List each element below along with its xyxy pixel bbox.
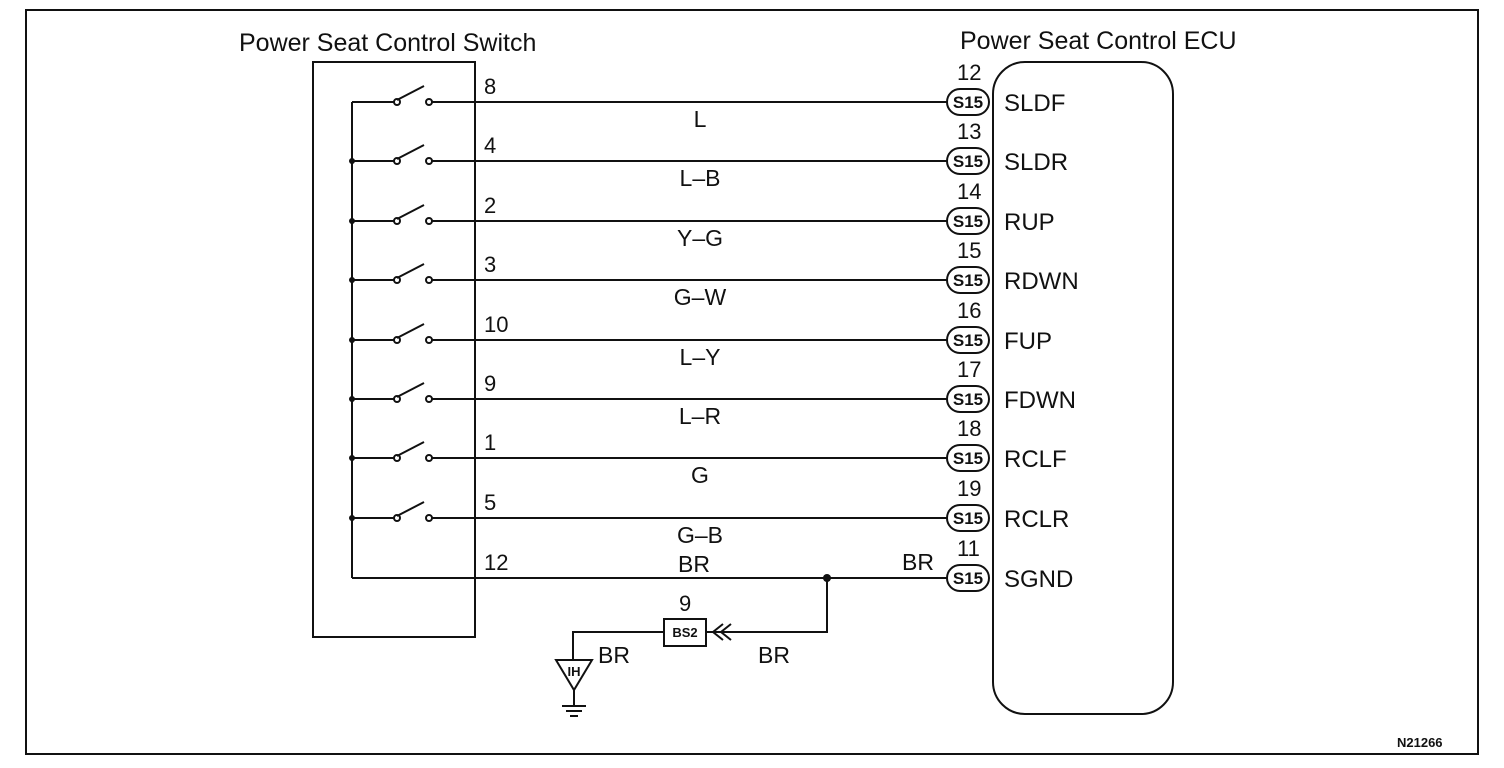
ecu-signal-name: SLDR	[1004, 149, 1068, 176]
ground-circuit: 12 BR BR 11 S15 SGND BR 9 BS2 BR IH	[352, 536, 1073, 717]
ground-connector: S15	[946, 564, 990, 592]
wire-color: L–R	[679, 403, 721, 429]
switch-contact	[425, 217, 433, 225]
ecu-connector: S15	[946, 88, 990, 116]
ground-switch-pin: 12	[484, 550, 508, 575]
svg-text:S15: S15	[953, 271, 983, 290]
switch-contact	[425, 454, 433, 462]
ecu-signal-name: FUP	[1004, 328, 1052, 355]
ecu-title: Power Seat Control ECU	[960, 27, 1237, 55]
ecu-pin-number: 14	[957, 179, 981, 204]
ecu-pin-number: 19	[957, 476, 981, 501]
ecu-signal-name: RUP	[1004, 209, 1055, 236]
svg-text:S15: S15	[953, 331, 983, 350]
ecu-signal-name: RDWN	[1004, 268, 1079, 295]
ground-ecu-pin: 11	[957, 536, 980, 561]
switch-contact	[425, 276, 433, 284]
wire-color: L–B	[680, 165, 721, 191]
ecu-pin-number: 15	[957, 238, 981, 263]
junction-left-wire-color: BR	[598, 642, 630, 668]
ecu-signal-name: FDWN	[1004, 387, 1076, 414]
ecu-pin-number: 17	[957, 357, 981, 382]
switch-contact	[425, 336, 433, 344]
switch-blade-icon	[396, 323, 425, 339]
junction-arrow-icon	[711, 623, 724, 641]
switch-contact	[425, 514, 433, 522]
ecu-connector: S15	[946, 266, 990, 294]
svg-text:S15: S15	[953, 449, 983, 468]
ground-lead	[572, 631, 664, 660]
figure-id: N21266	[1397, 735, 1443, 750]
ecu-connector: S15	[946, 326, 990, 354]
svg-text:S15: S15	[953, 212, 983, 231]
ecu-pin-number: 16	[957, 298, 981, 323]
switch-pin-number: 4	[484, 133, 496, 158]
ecu-connector: S15	[946, 444, 990, 472]
wire-color: G–B	[677, 522, 723, 548]
wire-color: G	[691, 462, 709, 488]
junction-connector: BS2	[663, 618, 707, 647]
diagram-frame	[25, 9, 1479, 755]
ecu-box	[992, 61, 1174, 715]
svg-text:S15: S15	[953, 569, 983, 588]
switch-pin-number: 3	[484, 252, 496, 277]
switch-pin-number: 9	[484, 371, 496, 396]
switch-blade-icon	[396, 441, 425, 457]
switch-blade-icon	[396, 263, 425, 279]
switch-blade-icon	[396, 85, 425, 101]
splice-branch	[705, 578, 828, 633]
ecu-signal-name: RCLR	[1004, 506, 1069, 533]
ecu-connector: S15	[946, 207, 990, 235]
ecu-pin-number: 13	[957, 119, 981, 144]
wire-color: L–Y	[680, 344, 721, 370]
wire-color: Y–G	[677, 225, 723, 251]
ecu-connector: S15	[946, 504, 990, 532]
switch-box	[312, 61, 476, 638]
switch-pin-number: 8	[484, 74, 496, 99]
switch-pin-number: 10	[484, 312, 508, 337]
svg-text:IH: IH	[568, 664, 581, 679]
switch-pin-number: 1	[484, 430, 496, 455]
ecu-connector: S15	[946, 147, 990, 175]
switch-blade-icon	[396, 382, 425, 398]
ecu-connector: S15	[946, 385, 990, 413]
switch-contact	[425, 98, 433, 106]
switch-title: Power Seat Control Switch	[239, 29, 536, 57]
ground-ecu-side-wire-color: BR	[902, 549, 934, 575]
junction-pin: 9	[679, 591, 691, 616]
junction-right-wire-color: BR	[758, 642, 790, 668]
ecu-pin-number: 12	[957, 60, 981, 85]
ground-signal: SGND	[1004, 566, 1073, 593]
svg-text:S15: S15	[953, 390, 983, 409]
ground-wire-color: BR	[678, 551, 710, 577]
wire-color: G–W	[674, 284, 727, 310]
switch-blade-icon	[396, 144, 425, 160]
svg-text:S15: S15	[953, 93, 983, 112]
switch-pin-number: 5	[484, 490, 496, 515]
ecu-pin-number: 18	[957, 416, 981, 441]
switch-contact	[425, 395, 433, 403]
svg-text:BS2: BS2	[672, 625, 697, 640]
wire-color: L	[694, 106, 707, 132]
svg-text:S15: S15	[953, 152, 983, 171]
ground-symbol-icon: IH	[554, 659, 594, 717]
switch-pin-number: 2	[484, 193, 496, 218]
switch-blade-icon	[396, 204, 425, 220]
switch-blade-icon	[396, 501, 425, 517]
switch-contact	[425, 157, 433, 165]
ecu-signal-name: RCLF	[1004, 446, 1067, 473]
svg-text:S15: S15	[953, 509, 983, 528]
ecu-signal-name: SLDF	[1004, 90, 1065, 117]
